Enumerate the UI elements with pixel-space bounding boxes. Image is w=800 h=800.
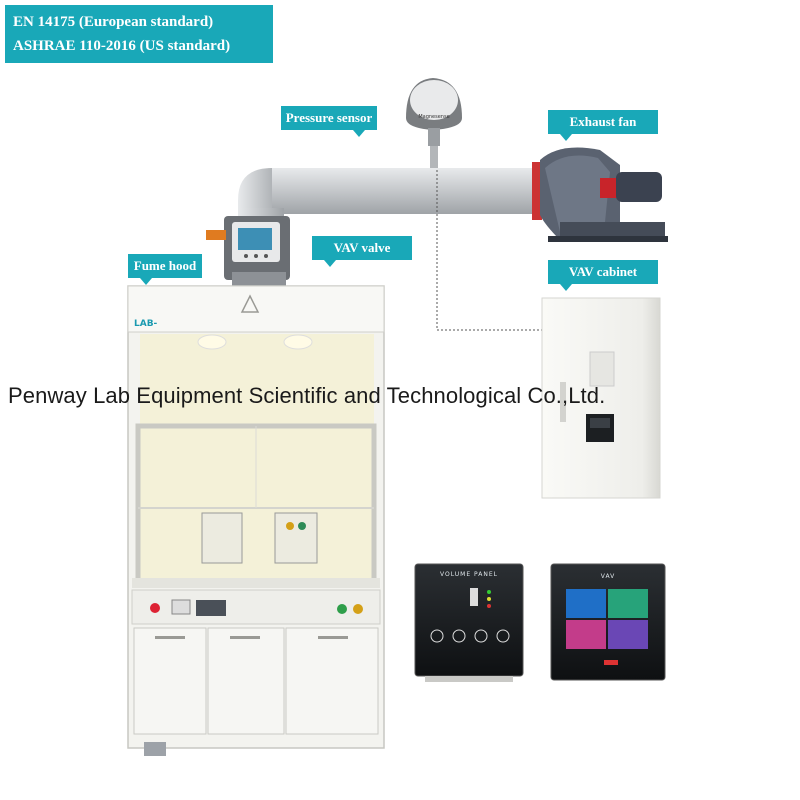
vav-panel-title: VAV <box>601 573 616 580</box>
signal-line <box>436 170 545 331</box>
volume-panel-device: VOLUME PANEL <box>414 563 524 682</box>
standard-en14175: EN 14175 (European standard) <box>13 14 214 30</box>
label-exhaust-fan: Exhaust fan <box>548 110 658 141</box>
vav-cabinet-device <box>541 297 661 499</box>
company-watermark: Penway Lab Equipment Scientific and Tech… <box>8 383 606 408</box>
vav-valve-device <box>206 216 290 288</box>
standard-ashrae110: ASHRAE 110-2016 (US standard) <box>13 38 231 54</box>
exhaust-fan-device <box>532 147 668 242</box>
hood-brand-text: LAB- <box>134 319 158 329</box>
volume-panel-title: VOLUME PANEL <box>440 571 498 578</box>
label-vav-cabinet: VAV cabinet <box>548 260 658 291</box>
fume-hood-device: LAB- <box>127 285 385 756</box>
label-vav-valve: VAV valve <box>312 236 412 267</box>
label-fume-hood: Fume hood <box>128 254 202 285</box>
standards-box: EN 14175 (European standard) ASHRAE 110-… <box>5 5 273 63</box>
vav-touch-panel-device: VAV <box>550 563 666 681</box>
label-pressure-sensor: Pressure sensor <box>281 106 377 137</box>
sensor-brand-text: Magnesense <box>418 114 449 120</box>
pressure-sensor-device: Magnesense <box>406 78 462 168</box>
